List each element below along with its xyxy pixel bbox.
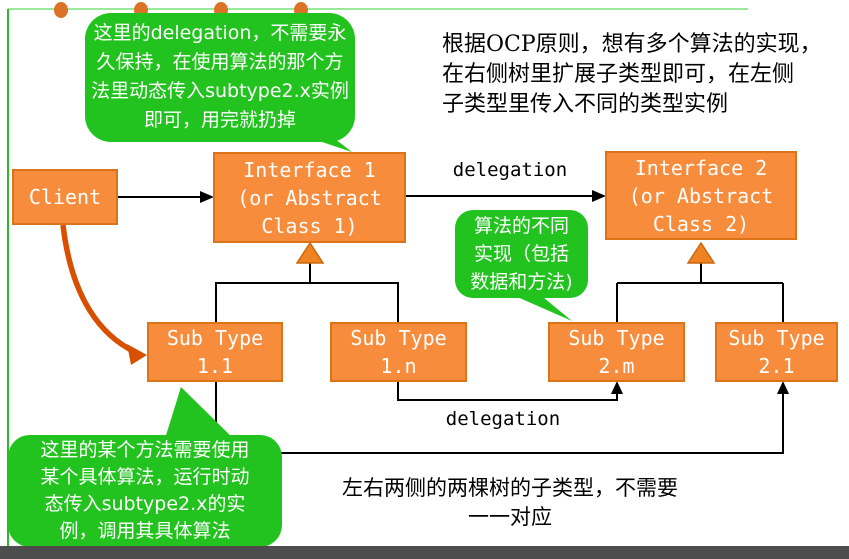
subtype1-1-box: Sub Type 1.1 [147,322,283,382]
algorithm-implementations-callout: 算法的不同 实现（包括 数据和方法) [455,210,588,298]
bubble-tail-icon [163,387,240,445]
delegation-label-bottom: delegation [445,408,561,430]
subtype11-to-subtype21-arrow [215,382,784,454]
client-box: Client [12,169,118,225]
interface1-box: Interface 1 (or Abstract Class 1) [213,152,406,243]
interface2-box: Interface 2 (or Abstract Class 2) [605,151,797,240]
client-to-subtype11-curved-arrow [60,224,135,354]
delegation-label-top: delegation [452,159,568,181]
subtype2-1-box: Sub Type 2.1 [715,322,838,382]
bottom-bar [0,546,849,559]
arrowhead-icon [200,191,214,203]
delegation-lifetime-callout: 这里的delegation，不需要永 久保持，在使用算法的那个方 法里动态传入s… [85,13,355,142]
runtime-injection-callout: 这里的某个方法需要使用 某个具体算法，运行时动 态传入subtype2.x的实 … [8,435,282,547]
subtype1-n-box: Sub Type 1.n [330,322,467,382]
arrowhead-icon [127,344,147,365]
decorative-dot-icon [54,2,68,18]
subtype2-m-box: Sub Type 2.m [548,322,685,382]
arrowhead-icon [592,190,606,202]
correspondence-note: 左右两侧的两棵树的子类型，不需要 一一对应 [342,476,678,529]
inheritance-triangle-icon [295,241,325,264]
ocp-principle-note: 根据OCP原则，想有多个算法的实现， 在右侧树里扩展子类型即可，在左侧 子类型里… [442,32,822,117]
arrowhead-icon [611,381,623,394]
inheritance-triangle-icon [686,241,716,264]
arrowhead-icon [777,381,789,394]
subtype1n-to-subtype2m-arrow [397,382,618,401]
